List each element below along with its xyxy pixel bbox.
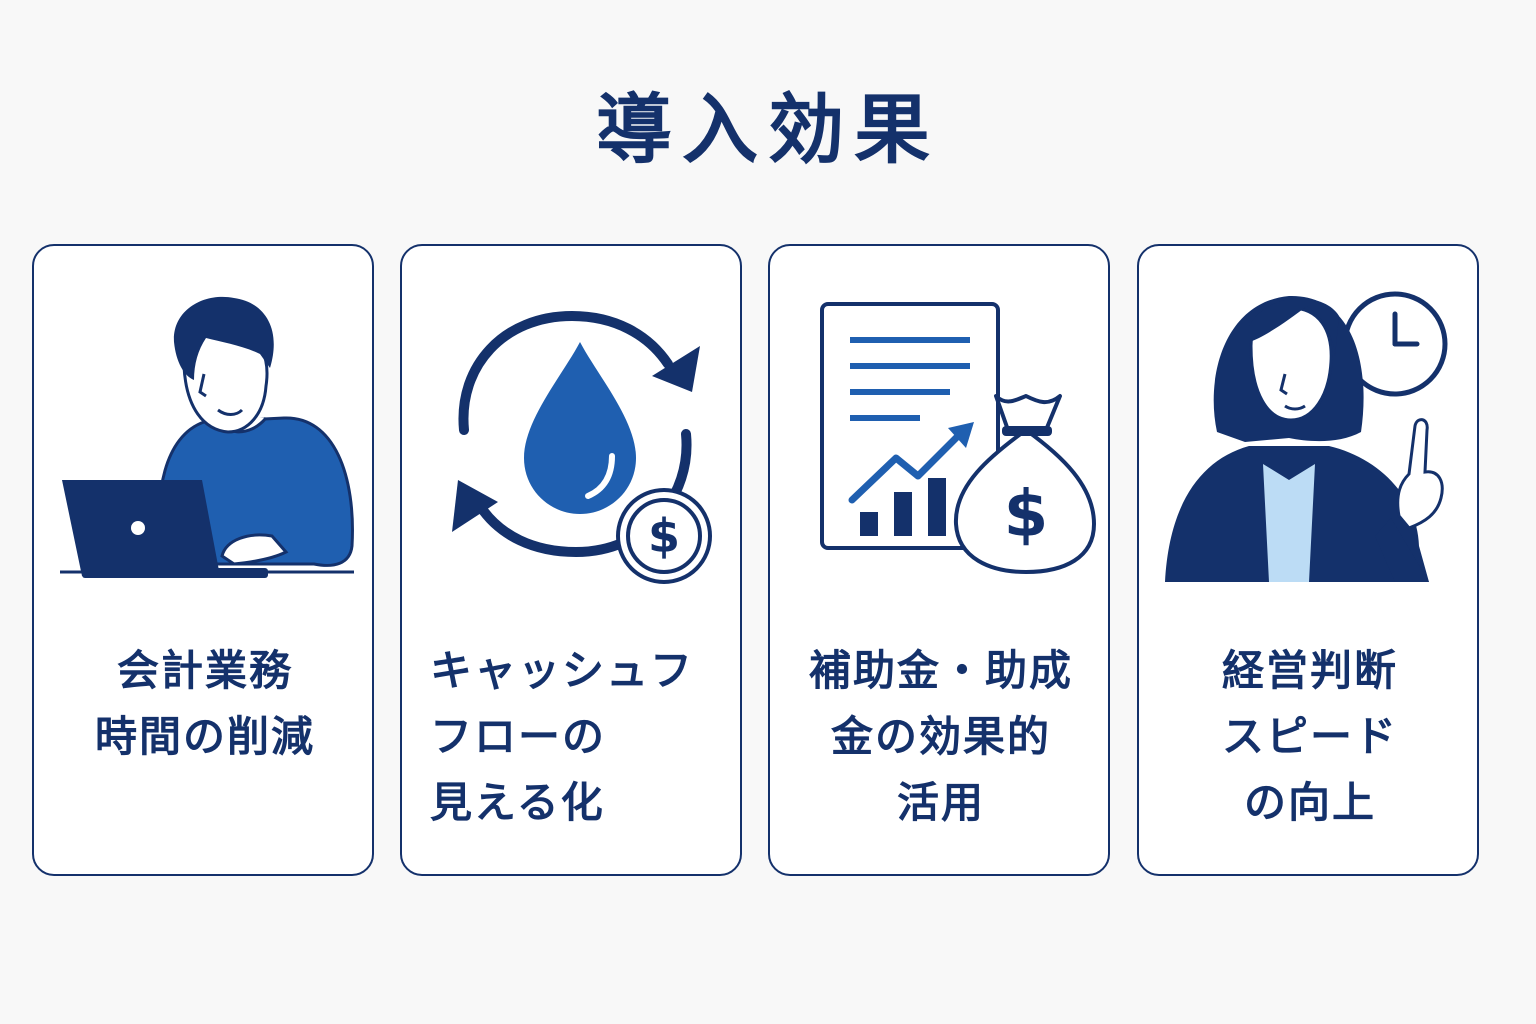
report-bar xyxy=(860,512,878,536)
coin-inner xyxy=(626,498,702,574)
arrow-head-top xyxy=(652,346,700,392)
card-caption: 経営判断 スピード の向上 xyxy=(1139,638,1481,836)
caption-line: の向上 xyxy=(1243,778,1376,827)
money-bag-tie xyxy=(1002,426,1052,436)
person-hand xyxy=(220,533,289,566)
caption-line: 補助金・助成 xyxy=(808,646,1073,695)
person-laptop-icon xyxy=(60,296,354,578)
laptop-base xyxy=(82,568,268,578)
drop-highlight xyxy=(585,453,615,499)
report-bar xyxy=(894,492,912,536)
trend-arrow-head xyxy=(948,422,974,448)
benefit-card-subsidy: $ 補助金・助成 金の効果的 活用 xyxy=(768,244,1110,876)
card-caption: キャッシュフ フローの 見える化 xyxy=(402,638,744,836)
cashflow-drop-icon: $ xyxy=(452,310,712,584)
caption-line: スピード xyxy=(1221,712,1398,761)
person-mouth xyxy=(217,408,244,416)
woman-bangs xyxy=(1249,298,1339,356)
woman-blouse xyxy=(1263,464,1315,582)
woman-hand xyxy=(1396,418,1444,530)
woman-sleeve xyxy=(1375,518,1429,582)
caption-line: キャッシュフ xyxy=(430,646,695,695)
caption-line: 時間の削減 xyxy=(94,712,315,761)
caption-line: 見える化 xyxy=(430,778,605,827)
money-bag xyxy=(953,427,1097,575)
trend-arrow xyxy=(848,428,966,504)
benefit-card-cashflow: $ キャッシュフ フローの 見える化 xyxy=(400,244,742,876)
laptop-logo xyxy=(131,521,145,535)
benefit-card-decision-speed: 経営判断 スピード の向上 xyxy=(1137,244,1479,876)
card-caption: 会計業務 時間の削減 xyxy=(34,638,376,770)
report-moneybag-icon: $ xyxy=(820,302,1097,575)
caption-line: 金の効果的 xyxy=(830,712,1051,761)
caption-line: 活用 xyxy=(896,778,985,827)
arrow-arc-bottom xyxy=(475,429,692,558)
page-title: 導入効果 xyxy=(596,85,940,174)
card-caption: 補助金・助成 金の効果的 活用 xyxy=(770,638,1112,836)
arrow-arc-top xyxy=(458,310,673,435)
water-drop xyxy=(524,342,636,514)
dollar-sign: $ xyxy=(1004,478,1049,552)
caption-line: フローの xyxy=(430,712,607,761)
woman-mouth xyxy=(1284,404,1306,411)
person-nose xyxy=(198,373,207,398)
benefit-card-time-reduction: 会計業務 時間の削減 xyxy=(32,244,374,876)
caption-line: 会計業務 xyxy=(116,646,293,695)
woman-nose xyxy=(1279,373,1288,396)
caption-line: 経営判断 xyxy=(1221,646,1398,695)
businesswoman-clock-icon xyxy=(1165,291,1448,582)
arrow-head-bottom xyxy=(452,480,498,532)
money-bag-top xyxy=(994,394,1062,432)
person-hair xyxy=(173,296,274,380)
report-bar xyxy=(928,478,946,536)
dollar-sign: $ xyxy=(648,509,680,563)
